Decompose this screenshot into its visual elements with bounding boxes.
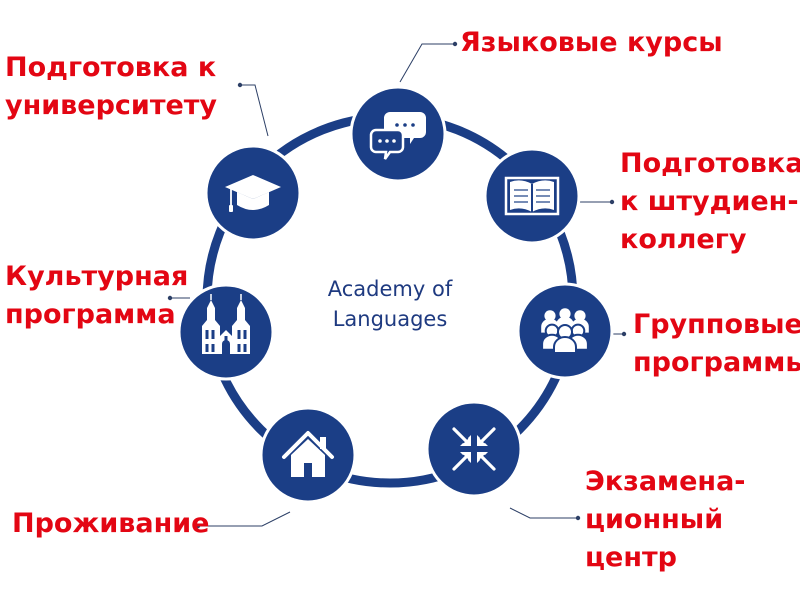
label-group-programs: Групповые программы — [633, 309, 800, 378]
group-people-icon — [541, 308, 589, 354]
node-university-prep — [204, 144, 302, 242]
leader-dot — [195, 523, 201, 529]
cathedral-icon — [202, 294, 250, 354]
leader-line-university-prep — [240, 84, 269, 137]
leader-lines — [167, 41, 627, 529]
label-cultural-program: Культурная программа — [5, 261, 189, 330]
open-book-icon — [504, 176, 560, 216]
arrows-inward-icon — [452, 427, 496, 471]
leader-dot — [621, 331, 627, 337]
label-studienkolleg-prep: Подготовка к штудиен- коллегу — [620, 148, 800, 255]
node-cultural-program — [177, 283, 275, 381]
label-university-prep: Подготовка к университету — [5, 52, 218, 121]
node-group-programs — [516, 282, 614, 380]
label-accommodation: Проживание — [12, 508, 210, 539]
leader-dot — [452, 41, 458, 47]
node-circle — [425, 400, 523, 498]
leader-dot — [575, 515, 581, 521]
label-exam-center: Экзамена- ционный центр — [585, 466, 746, 573]
leader-line-exam-center — [509, 507, 578, 519]
house-icon — [282, 431, 334, 477]
node-studienkolleg-prep — [483, 147, 581, 245]
graduation-cap-icon — [225, 175, 281, 212]
label-language-courses: Языковые курсы — [460, 27, 723, 58]
nodes — [177, 85, 614, 504]
leader-dot — [237, 82, 243, 88]
node-accommodation — [259, 406, 357, 504]
leader-line-language-courses — [399, 43, 455, 83]
leader-dot — [609, 199, 615, 205]
leader-line-accommodation — [198, 511, 291, 527]
center-title: Academy of Languages — [327, 277, 453, 331]
leader-dot — [167, 295, 173, 301]
chat-bubbles-icon — [369, 112, 426, 160]
node-language-courses — [349, 85, 447, 183]
node-exam-center — [425, 400, 523, 498]
